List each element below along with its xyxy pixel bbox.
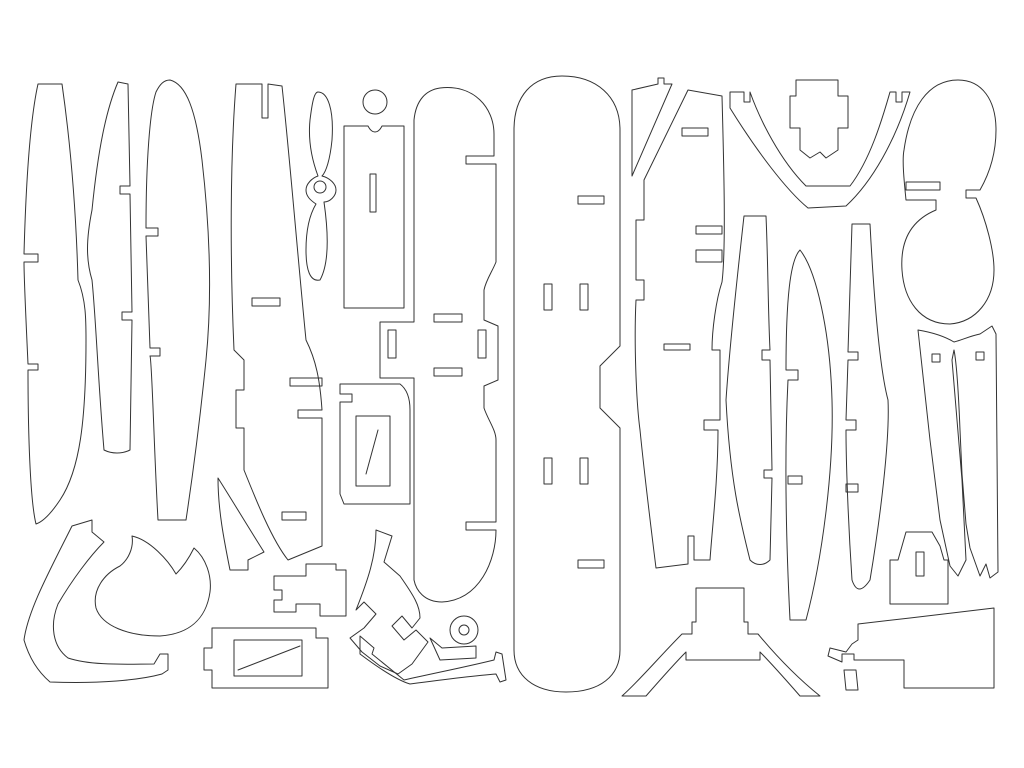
motor-mount-bracket-outline-1 — [729, 91, 911, 209]
rear-deck-plate-outline-1 — [827, 607, 995, 689]
left-wing-half-c — [145, 79, 210, 521]
small-washer-outline-2 — [458, 624, 470, 636]
rear-deck-plate — [827, 607, 995, 689]
vertical-fin-strut-outline-1 — [917, 325, 999, 579]
nose-block-outline-1 — [339, 383, 411, 505]
servo-holder-outline-1 — [349, 529, 429, 675]
motor-mount-bracket-outline-2 — [789, 79, 849, 159]
right-wing-half-a-outline-1 — [725, 215, 773, 565]
hatch-plate-outline-1 — [843, 669, 859, 691]
left-wing-half-b-outline-1 — [87, 81, 133, 454]
tail-wheel-block — [889, 531, 949, 605]
center-wing-panel — [513, 75, 621, 693]
servo-bracket-outline-1 — [359, 635, 507, 685]
left-wing-half-b — [87, 81, 133, 454]
horizontal-stabilizer-outline-1 — [901, 79, 997, 325]
propeller — [305, 91, 337, 281]
left-wing-half-c-outline-1 — [145, 79, 210, 521]
cockpit-plate-outline-1 — [343, 125, 405, 309]
cockpit-plate-outline-2 — [369, 173, 377, 213]
fuselage-side-left — [217, 83, 323, 571]
center-wing-panel-outline-1 — [513, 75, 621, 693]
battery-tray — [203, 627, 329, 689]
upper-wing-panel — [379, 87, 499, 603]
landing-gear-bracket — [621, 587, 821, 697]
propeller-outline-2 — [313, 180, 327, 194]
fuselage-side-left-outline-2 — [217, 477, 265, 571]
fuselage-side-right — [631, 77, 725, 569]
horizontal-stabilizer — [901, 79, 997, 325]
vertical-fin-strut — [917, 325, 999, 579]
nose-block-outline-2 — [355, 415, 391, 487]
wheel-fairing-outline-1 — [23, 519, 169, 684]
tail-wheel-block-outline-1 — [889, 531, 949, 605]
servo-holder — [349, 529, 429, 675]
servo-bracket — [359, 635, 507, 685]
wheel-fairing — [23, 519, 211, 684]
cockpit-plate — [343, 125, 405, 309]
wheel-fairing-outline-2 — [94, 535, 211, 637]
fuselage-side-right-outline-2 — [634, 89, 725, 569]
nose-block — [339, 383, 411, 505]
small-tail-block — [273, 563, 347, 617]
upper-wing-panel-outline-1 — [379, 87, 499, 603]
propeller-outline-1 — [305, 91, 337, 281]
small-washer — [449, 615, 479, 645]
battery-tray-outline-1 — [203, 627, 329, 689]
right-wing-half-b-outline-1 — [785, 249, 833, 621]
spinner-disc — [362, 89, 388, 115]
hatch-plate — [843, 669, 859, 691]
small-washer-outline-1 — [449, 615, 479, 645]
right-wing-half-a — [725, 215, 773, 565]
small-tail-block-outline-1 — [273, 563, 347, 617]
strut-arm — [429, 637, 477, 661]
right-wing-half-c-outline-1 — [845, 223, 889, 590]
left-wing-half-a — [23, 83, 87, 525]
right-wing-half-c — [845, 223, 889, 590]
left-wing-half-a-outline-1 — [23, 83, 87, 525]
fuselage-side-left-outline-1 — [230, 83, 323, 561]
landing-gear-bracket-outline-1 — [621, 587, 821, 697]
fuselage-side-right-outline-1 — [631, 77, 673, 177]
spinner-disc-outline-1 — [362, 89, 388, 115]
right-wing-half-b — [785, 249, 833, 621]
strut-arm-outline-1 — [429, 637, 477, 661]
motor-mount-bracket — [729, 79, 911, 209]
